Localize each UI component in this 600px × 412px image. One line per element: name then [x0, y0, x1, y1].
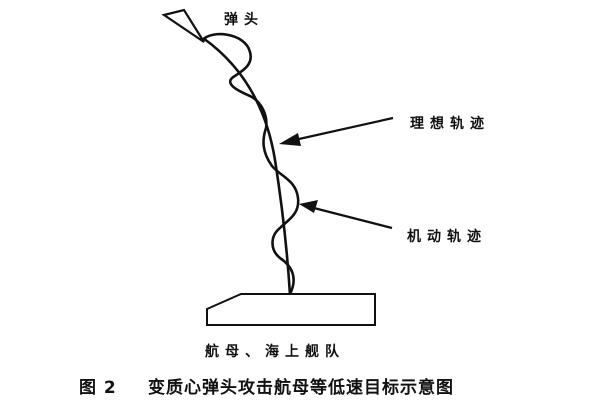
- ideal-trajectory-label: 理想轨迹: [410, 116, 490, 132]
- carrier-ship-shape: [206, 293, 376, 326]
- warhead-label: 弹头: [224, 12, 264, 28]
- maneuver-trajectory-line: [201, 32, 300, 295]
- figure-caption: 变质心弹头攻击航母等低速目标示意图: [148, 378, 454, 398]
- ideal-trajectory-arrow: [279, 116, 394, 146]
- maneuver-trajectory-label: 机动轨迹: [407, 229, 487, 245]
- warhead-shape: [161, 8, 205, 43]
- figure-number: 图 2: [79, 378, 117, 398]
- target-label: 航母、海上舰队: [205, 344, 345, 360]
- ideal-trajectory-line: [202, 36, 292, 296]
- maneuver-trajectory-arrow: [299, 200, 393, 230]
